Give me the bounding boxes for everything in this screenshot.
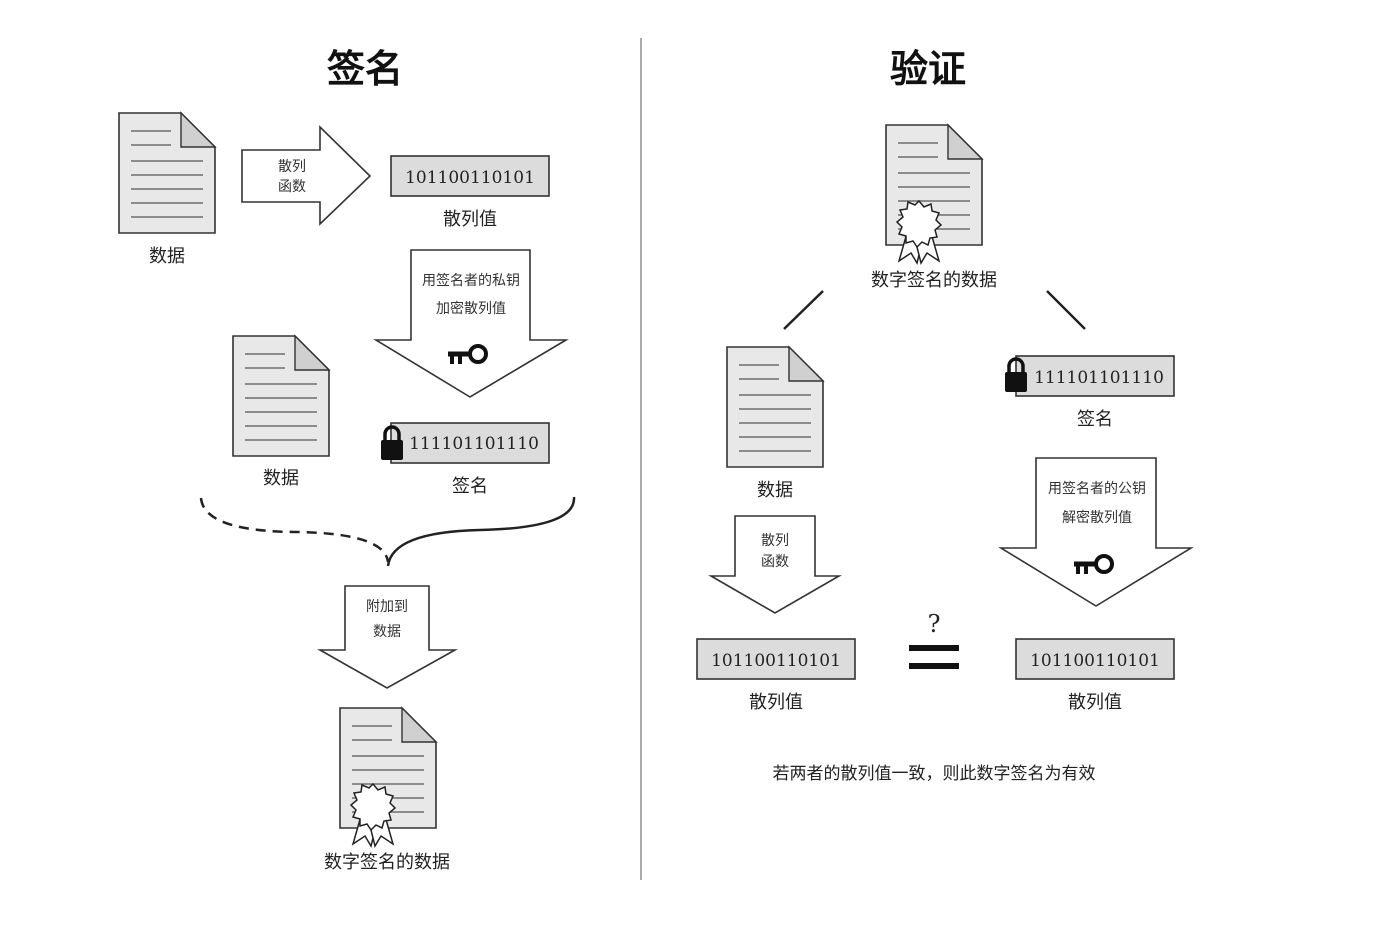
question-mark: ? <box>928 610 941 638</box>
signature-bracket-solid <box>386 496 576 567</box>
sign-data-label-1: 数据 <box>149 246 185 267</box>
verify-hash-left-label: 散列值 <box>749 692 803 713</box>
verify-signature-label: 签名 <box>1077 409 1113 430</box>
signed-document-icon <box>339 707 437 847</box>
equals-icon <box>909 645 959 669</box>
encrypt-arrow: 用签名者的私钥 加密散列值 <box>373 249 569 398</box>
hash-value-box <box>390 155 550 197</box>
split-line-right <box>1046 290 1086 330</box>
conclusion-text: 若两者的散列值一致，则此数字签名为有效 <box>773 764 1096 784</box>
document-icon <box>726 346 824 468</box>
signed-document-icon <box>885 124 983 264</box>
hash-fn-label-line2: 函数 <box>278 179 306 195</box>
verify-signature-bits: 111101101110 <box>1034 368 1164 388</box>
split-line-left <box>783 290 824 330</box>
attach-label-line1: 附加到 <box>366 599 408 615</box>
verify-hash-function-arrow: 散列 函数 <box>708 515 842 614</box>
hash-value-label: 散列值 <box>443 209 497 230</box>
document-icon <box>232 335 330 457</box>
sign-title: 签名 <box>327 47 403 91</box>
hash-fn-label-line1: 散列 <box>278 159 306 175</box>
attach-arrow: 附加到 数据 <box>316 585 459 689</box>
hash-function-arrow: 散列 函数 <box>241 125 372 226</box>
decrypt-label-line2: 解密散列值 <box>1062 509 1132 526</box>
verify-title: 验证 <box>890 47 966 91</box>
verify-hash-right-label: 散列值 <box>1068 692 1122 713</box>
attach-label-line2: 数据 <box>373 624 401 640</box>
decrypt-label-line1: 用签名者的公钥 <box>1048 480 1146 497</box>
verify-hash-fn-line1: 散列 <box>761 533 789 549</box>
hash-value-bits: 101100110101 <box>405 168 535 188</box>
signature-bits: 111101101110 <box>409 434 539 454</box>
decrypt-arrow: 用签名者的公钥 解密散列值 <box>998 457 1194 607</box>
verify-data-label: 数据 <box>757 480 793 501</box>
verify-signed-data-label: 数字签名的数据 <box>871 270 997 291</box>
signature-box <box>390 422 550 464</box>
signature-label: 签名 <box>452 476 488 497</box>
encrypt-label-line1: 用签名者的私钥 <box>422 272 520 289</box>
verify-hash-fn-line2: 函数 <box>761 554 789 570</box>
sign-signed-data-label: 数字签名的数据 <box>324 852 450 873</box>
encrypt-label-line2: 加密散列值 <box>436 300 506 317</box>
sign-data-label-2: 数据 <box>263 468 299 489</box>
verify-hash-left-bits: 101100110101 <box>711 651 841 671</box>
verify-hash-left-box <box>696 638 856 680</box>
verify-hash-right-bits: 101100110101 <box>1030 651 1160 671</box>
document-icon <box>118 112 216 234</box>
data-bracket-dashed <box>199 497 390 563</box>
verify-hash-right-box <box>1015 638 1175 680</box>
verify-signature-box <box>1015 355 1175 397</box>
